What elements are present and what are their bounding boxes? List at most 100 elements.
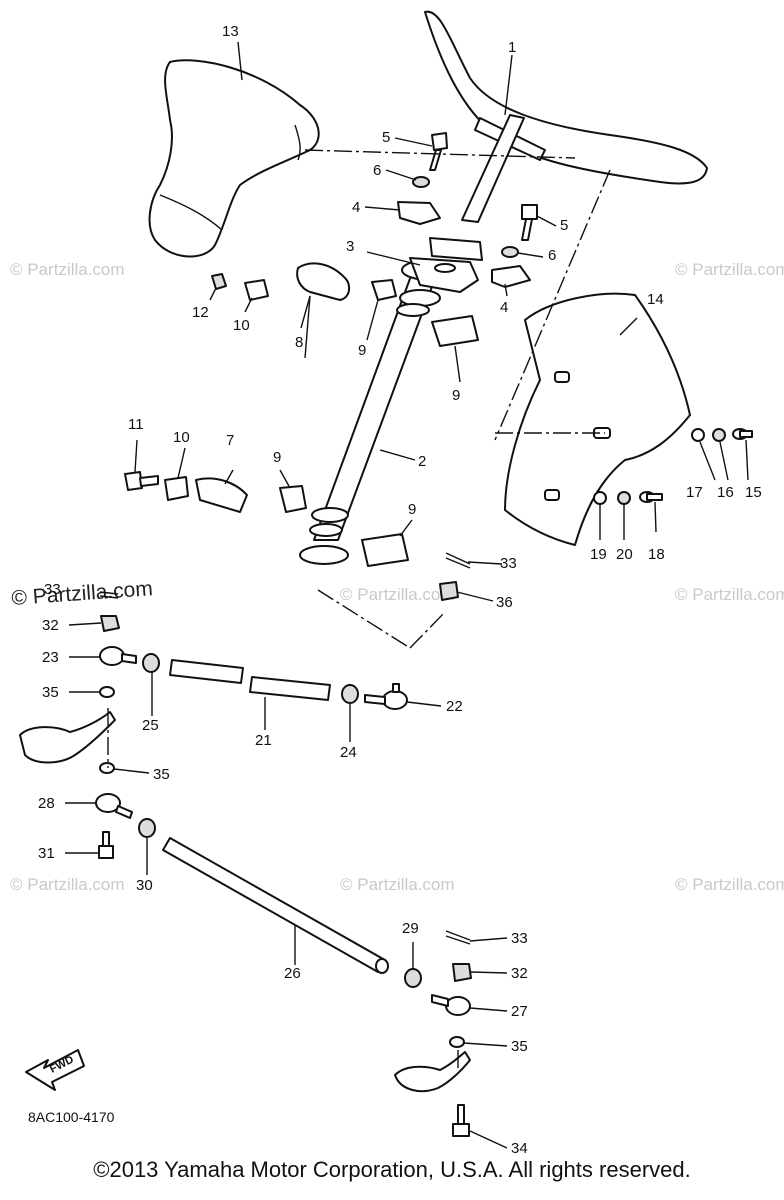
callout-33: 33 xyxy=(511,930,528,947)
callout-26: 26 xyxy=(284,965,301,982)
part-bushing-upper-right xyxy=(431,315,479,347)
diagram-code: 8AC100-4170 xyxy=(28,1109,115,1125)
part-nut-25 xyxy=(142,653,160,673)
watermark: © Partzilla.com xyxy=(10,260,125,279)
callout-20: 20 xyxy=(616,546,633,563)
part-bracket-lower xyxy=(195,477,248,513)
callout-23: 23 xyxy=(42,649,59,666)
callout-28: 28 xyxy=(38,795,55,812)
callout-34: 34 xyxy=(511,1140,528,1157)
callout-14: 14 xyxy=(647,291,664,308)
callout-7: 7 xyxy=(226,432,234,449)
callout-9: 9 xyxy=(452,387,460,404)
part-nut-32-top xyxy=(100,615,120,632)
fwd-arrow-icon: FWD xyxy=(25,1049,85,1091)
part-washer-35 xyxy=(99,762,115,774)
assembly-lines xyxy=(107,149,611,1070)
callout-2: 2 xyxy=(418,453,426,470)
callout-36: 36 xyxy=(496,594,513,611)
part-tie-rod xyxy=(169,659,331,701)
copyright-footer: ©2013 Yamaha Motor Corporation, U.S.A. A… xyxy=(93,1157,691,1182)
part-nut-30 xyxy=(138,818,156,838)
part-ball-joint-23 xyxy=(99,646,137,666)
part-clip xyxy=(164,476,189,501)
part-bolt xyxy=(521,204,538,241)
callout-12: 12 xyxy=(192,304,209,321)
part-nut xyxy=(501,246,519,258)
part-bracket xyxy=(296,262,351,301)
leader-lines xyxy=(65,41,749,1149)
watermark: © Partzilla.com xyxy=(10,875,125,894)
callout-9: 9 xyxy=(408,501,416,518)
callout-32: 32 xyxy=(511,965,528,982)
part-bushing-lower-right xyxy=(361,533,409,567)
part-washer-17 xyxy=(691,428,705,442)
part-bolt-34 xyxy=(452,1104,470,1137)
callout-35: 35 xyxy=(511,1038,528,1055)
watermark: © Partzilla.com xyxy=(675,585,784,604)
part-clip xyxy=(244,279,269,301)
steering-arm-reference xyxy=(394,1051,471,1093)
callout-35: 35 xyxy=(42,684,59,701)
part-cotter-pin xyxy=(445,552,471,569)
part-screw-15 xyxy=(732,428,753,440)
callout-9: 9 xyxy=(358,342,366,359)
part-clamp xyxy=(409,257,479,293)
callout-4: 4 xyxy=(352,199,360,216)
part-handlebar xyxy=(424,10,708,223)
callout-4: 4 xyxy=(500,299,508,316)
callout-10: 10 xyxy=(173,429,190,446)
part-column-cover xyxy=(504,292,691,546)
part-bolt-31 xyxy=(98,831,114,859)
callout-5: 5 xyxy=(382,129,390,146)
callout-13: 13 xyxy=(222,23,239,40)
callout-10: 10 xyxy=(233,317,250,334)
callout-17: 17 xyxy=(686,484,703,501)
part-steering-shaft xyxy=(299,259,459,565)
callout-33: 33 xyxy=(44,581,61,598)
part-bolt-11 xyxy=(124,471,159,491)
part-bolt xyxy=(429,132,448,171)
part-nut-29 xyxy=(404,968,422,988)
callout-3: 3 xyxy=(346,238,354,255)
callout-33: 33 xyxy=(500,555,517,572)
part-washer-19 xyxy=(593,491,607,505)
part-ball-joint-28 xyxy=(95,793,133,819)
callout-8: 8 xyxy=(295,334,303,351)
watermark: © Partzilla.com xyxy=(675,875,784,894)
callout-1: 1 xyxy=(508,39,516,56)
part-nut-36 xyxy=(439,581,459,601)
part-nut-16 xyxy=(712,428,726,442)
part-nut-12 xyxy=(211,273,227,290)
callout-22: 22 xyxy=(446,698,463,715)
part-washer-35 xyxy=(99,686,115,698)
callout-5: 5 xyxy=(560,217,568,234)
part-holder-lower xyxy=(491,265,531,288)
part-ball-joint-22 xyxy=(364,683,408,710)
callout-16: 16 xyxy=(717,484,734,501)
callout-25: 25 xyxy=(142,717,159,734)
callout-35: 35 xyxy=(153,766,170,783)
callout-numbers: 13 1 5 6 4 5 3 6 4 12 10 8 9 9 14 2 11 1… xyxy=(38,23,762,1157)
part-bushing-middle-left xyxy=(279,485,307,513)
part-bushing-upper-left xyxy=(371,279,397,301)
part-nut-24 xyxy=(341,684,359,704)
callout-18: 18 xyxy=(648,546,665,563)
callout-21: 21 xyxy=(255,732,272,749)
part-spline xyxy=(429,237,483,261)
part-long-rod xyxy=(162,837,389,974)
part-nut xyxy=(412,176,430,188)
watermark: © Partzilla.com xyxy=(340,585,455,604)
callout-31: 31 xyxy=(38,845,55,862)
part-washer-35 xyxy=(449,1036,465,1048)
part-ball-joint-27 xyxy=(431,994,471,1016)
callout-6: 6 xyxy=(548,247,556,264)
watermarks: © Partzilla.com © Partzilla.com © Partzi… xyxy=(10,260,784,894)
callout-15: 15 xyxy=(745,484,762,501)
steering-arm-reference xyxy=(19,711,116,764)
callout-19: 19 xyxy=(590,546,607,563)
callout-11: 11 xyxy=(128,416,144,433)
watermark-prominent: © Partzilla.com xyxy=(11,577,154,610)
part-cotter-pin xyxy=(99,591,119,599)
